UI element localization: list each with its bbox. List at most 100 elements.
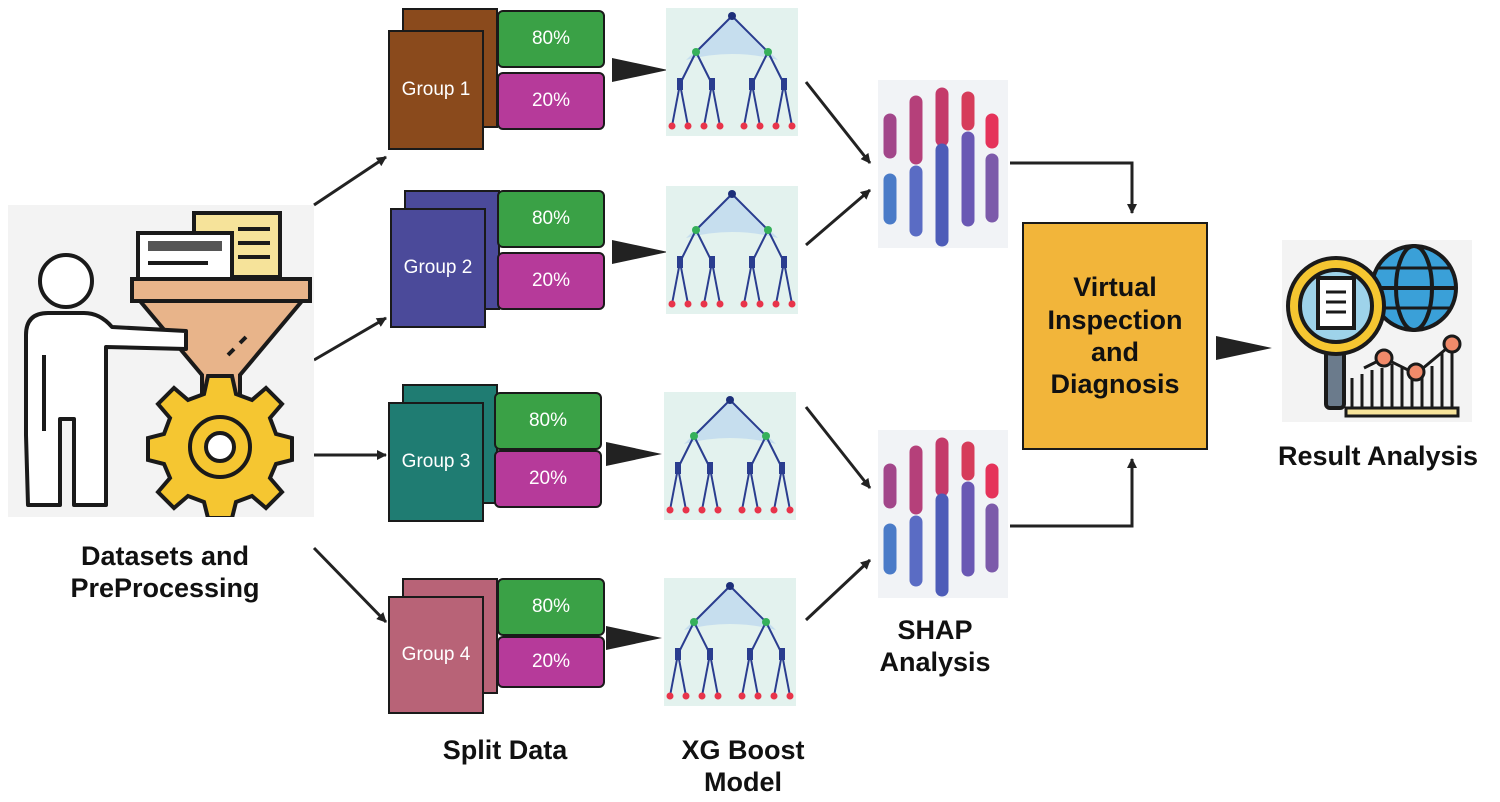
tree-leaf bbox=[682, 506, 690, 514]
tree-edge bbox=[711, 261, 721, 305]
tree-edge bbox=[743, 261, 753, 305]
tree-leaf bbox=[668, 122, 676, 130]
tree-fan bbox=[686, 194, 778, 238]
virtual-inspection-diagnosis-box: Virtual Inspection and Diagnosis bbox=[1022, 222, 1208, 450]
tree-edge bbox=[731, 15, 769, 53]
tree-leaf bbox=[714, 506, 722, 514]
tree-edge bbox=[669, 653, 679, 697]
tree-leaf bbox=[754, 692, 762, 700]
decision-tree-icon bbox=[666, 396, 794, 514]
tree-leaf bbox=[756, 122, 764, 130]
xgboost-tree-1 bbox=[666, 8, 798, 136]
tree-node bbox=[675, 462, 681, 474]
tree-node bbox=[747, 462, 753, 474]
arrow-model4-to-shap2 bbox=[804, 558, 872, 622]
tree-leaf bbox=[666, 506, 674, 514]
tree-edge bbox=[671, 83, 681, 127]
tree-leaf bbox=[754, 506, 762, 514]
magnifier-document-icon bbox=[1286, 256, 1386, 410]
tree-leaf bbox=[788, 122, 796, 130]
tree-node bbox=[709, 256, 715, 268]
tree-edge bbox=[677, 653, 687, 697]
split-data-label: Split Data bbox=[442, 735, 568, 765]
tree-edge bbox=[775, 261, 785, 305]
tree-edge bbox=[693, 399, 731, 437]
document-icon bbox=[136, 211, 282, 283]
xgboost-tree-3 bbox=[664, 392, 796, 520]
tree-edge bbox=[701, 653, 711, 697]
tree-leaf bbox=[786, 692, 794, 700]
xgboost-tree-2 bbox=[666, 186, 798, 314]
arrow-shap2-to-diagnosis bbox=[1010, 458, 1137, 528]
tree-leaf bbox=[698, 692, 706, 700]
shap-label-line2: Analysis bbox=[879, 647, 991, 678]
tree-node bbox=[779, 648, 785, 660]
shap-label: SHAP Analysis bbox=[850, 614, 1020, 679]
tree-node bbox=[707, 462, 713, 474]
tree-root-node bbox=[728, 190, 736, 198]
group-2-folder: Group 2 bbox=[390, 190, 502, 332]
decision-tree-icon bbox=[666, 582, 794, 700]
arrow-split4-to-model bbox=[606, 626, 662, 650]
tree-edge bbox=[695, 15, 733, 53]
tree-leaf bbox=[666, 692, 674, 700]
tree-node bbox=[675, 648, 681, 660]
tree-node bbox=[764, 226, 772, 234]
group-2-test-split: 20% bbox=[497, 252, 605, 310]
tree-node bbox=[749, 78, 755, 90]
tree-node bbox=[692, 226, 700, 234]
tree-edge bbox=[773, 653, 783, 697]
arrow-diagnosis-to-result bbox=[1216, 336, 1272, 360]
tree-edge bbox=[781, 653, 791, 697]
tree-edge bbox=[743, 83, 753, 127]
tree-leaf bbox=[698, 506, 706, 514]
tree-edge bbox=[679, 261, 689, 305]
model-label-line2: Model bbox=[704, 767, 782, 798]
group-4-label: Group 4 bbox=[388, 596, 484, 714]
tree-node bbox=[747, 648, 753, 660]
tree-edge bbox=[783, 83, 793, 127]
person-icon bbox=[24, 253, 188, 507]
tree-node bbox=[677, 78, 683, 90]
group-4-train-split: 80% bbox=[497, 578, 605, 636]
tree-edge bbox=[677, 467, 687, 511]
arrow-model2-to-shap1 bbox=[805, 188, 871, 247]
arrow-model1-to-shap1 bbox=[804, 81, 872, 164]
tree-node bbox=[709, 78, 715, 90]
tree-node bbox=[781, 256, 787, 268]
tree-edge bbox=[731, 193, 769, 231]
diagnosis-line3: and bbox=[1090, 337, 1139, 367]
tree-node bbox=[677, 256, 683, 268]
tree-leaf bbox=[772, 122, 780, 130]
tree-node bbox=[690, 432, 698, 440]
tree-edge bbox=[679, 83, 689, 127]
group-1-folder: Group 1 bbox=[388, 8, 500, 150]
tree-edge bbox=[729, 399, 767, 437]
group-1-test-split: 20% bbox=[497, 72, 605, 130]
shap-bars-icon bbox=[883, 437, 999, 597]
group-3-label: Group 3 bbox=[388, 402, 484, 522]
growth-chart-icon bbox=[1344, 334, 1462, 418]
tree-leaf bbox=[684, 300, 692, 308]
group-2-label: Group 2 bbox=[390, 208, 486, 328]
arrow-source-to-group1 bbox=[313, 155, 387, 207]
diagnosis-line2: Inspection bbox=[1047, 304, 1183, 335]
tree-edge bbox=[781, 467, 791, 511]
group-4-folder: Group 4 bbox=[388, 578, 500, 716]
tree-leaf bbox=[770, 506, 778, 514]
globe-icon bbox=[1370, 244, 1458, 332]
tree-leaf bbox=[716, 122, 724, 130]
tree-edge bbox=[709, 653, 719, 697]
tree-edge bbox=[701, 467, 711, 511]
group-3-test-split: 20% bbox=[494, 450, 602, 508]
tree-leaf bbox=[772, 300, 780, 308]
tree-edge bbox=[703, 261, 713, 305]
tree-edge bbox=[741, 467, 751, 511]
source-label-line1: Datasets and bbox=[80, 541, 250, 571]
shap-bars-icon bbox=[883, 87, 999, 247]
tree-edge bbox=[729, 585, 767, 623]
shap-analysis-2 bbox=[878, 430, 1008, 598]
xgboost-tree-4 bbox=[664, 578, 796, 706]
